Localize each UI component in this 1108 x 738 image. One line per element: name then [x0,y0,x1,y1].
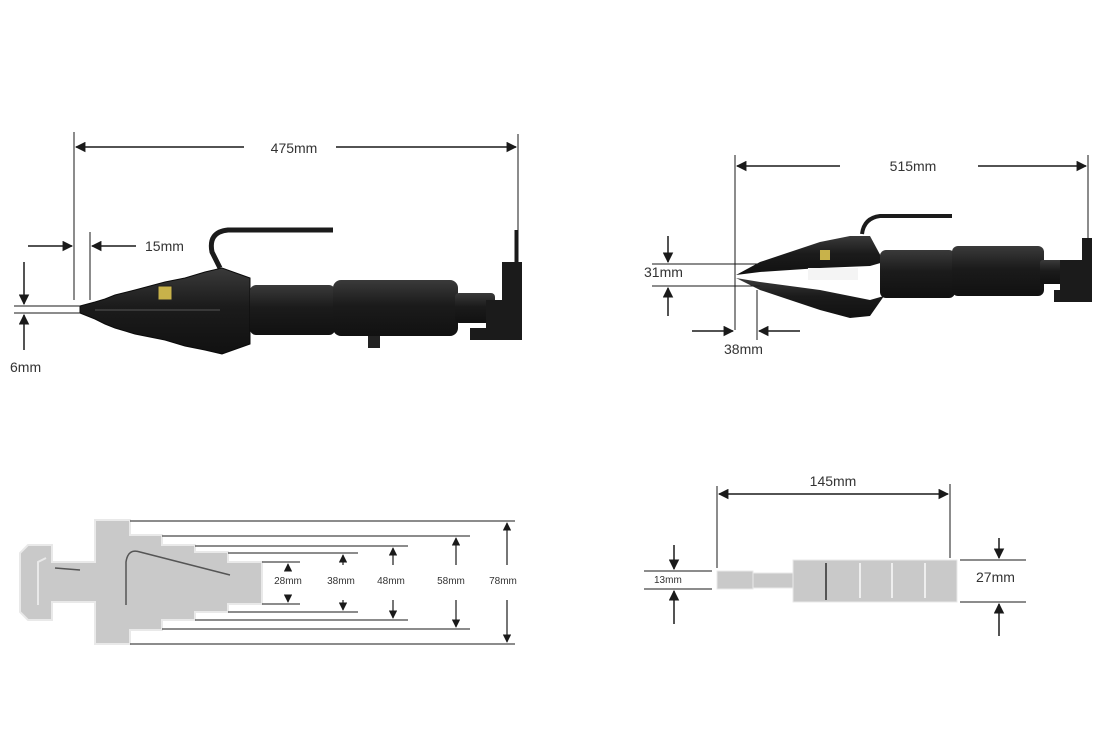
blade-width-28-label: 28mm [274,576,302,587]
closed-tool-tip-thickness-label: 6mm [10,359,41,375]
open-tool-view: 515mm 31mm 38mm [644,155,1092,357]
open-tool-length-label: 515mm [890,158,937,174]
blade-side-profile-icon [716,559,958,603]
side-profile-view: 145mm 13mm 27mm [644,473,1026,636]
blade-profile-view: 28mm 38mm 48mm 58mm 78mm [19,519,517,645]
closed-tool-length-label: 475mm [271,140,318,156]
closed-tool-tip-length-label: 15mm [145,238,184,254]
side-profile-length-label: 145mm [810,473,857,489]
open-tool-jaw-opening-label: 31mm [644,264,683,280]
blade-width-78-label: 78mm [489,576,517,587]
blade-top-profile-icon [19,519,263,645]
open-tool-tip-length-label: 38mm [724,341,763,357]
side-profile-thin-label: 13mm [654,575,682,586]
closed-tool-view: 475mm 15mm 6mm [10,132,522,375]
side-profile-thick-label: 27mm [976,569,1015,585]
blade-width-48-label: 48mm [377,576,405,587]
blade-width-38-label: 38mm [327,576,355,587]
blade-width-58-label: 58mm [437,576,465,587]
spreader-tool-open-icon [736,214,1092,318]
spreader-tool-closed-icon [79,227,522,355]
